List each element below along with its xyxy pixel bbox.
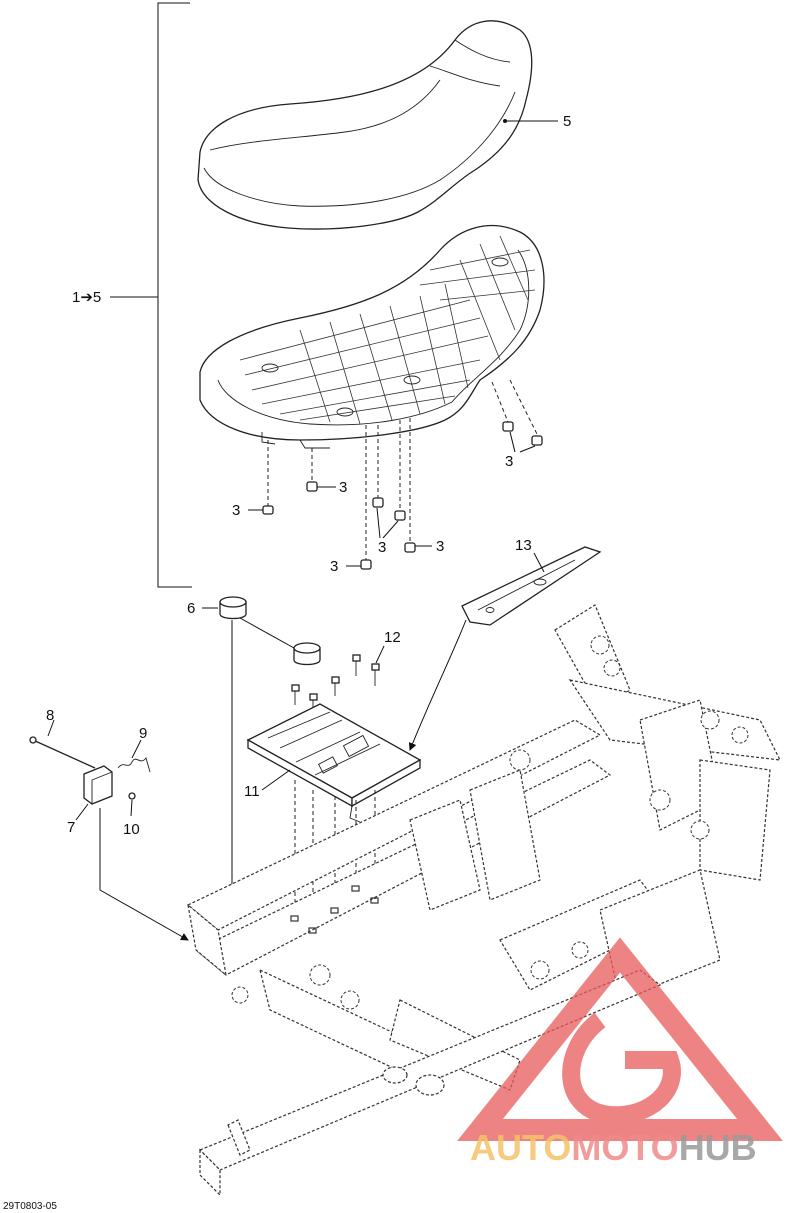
drawing-reference-code: 29T0803-05 [3, 1201, 57, 1212]
callout-3-e: 3 [436, 538, 444, 555]
callout-3-c: 3 [330, 558, 338, 575]
watermark-triangle [457, 937, 783, 1141]
leader-11 [261, 769, 291, 791]
seat-base [199, 224, 545, 449]
callout-9: 9 [139, 725, 147, 742]
leader-10 [130, 799, 133, 817]
fastener-axis-lines [267, 379, 539, 562]
watermark-part1: AUTO [470, 1127, 571, 1168]
latch-assembly [29, 736, 151, 805]
watermark-text: AUTOMOTOHUB [470, 1127, 757, 1168]
support-plate-11 [246, 703, 422, 823]
grommet-e [394, 510, 406, 521]
leader-6b [239, 617, 295, 649]
grommet-h [531, 435, 543, 446]
leaders-3 [248, 431, 536, 567]
chassis-frame [186, 604, 782, 1197]
arrow-7-to-frame [99, 808, 189, 941]
grommet-c [360, 559, 372, 570]
callout-13: 13 [515, 537, 532, 554]
callout-6: 6 [187, 600, 195, 617]
callout-3-a: 3 [232, 502, 240, 519]
callout-3-d: 3 [378, 539, 386, 556]
callout-10: 10 [123, 821, 140, 838]
callout-1-5: 1➔5 [72, 289, 101, 306]
bumper-6 [219, 596, 321, 666]
assembly-bracket [110, 2, 192, 588]
screws-12 [291, 654, 380, 712]
leader-12 [375, 645, 385, 664]
leader-5-dot [503, 119, 507, 123]
watermark-part3: HUB [679, 1127, 757, 1168]
leader-7 [75, 803, 89, 821]
foam-strip-13 [461, 546, 602, 626]
seat-cover [197, 20, 533, 230]
grommet-f [404, 542, 416, 553]
callout-8: 8 [46, 707, 54, 724]
callout-12: 12 [384, 629, 401, 646]
grommet-a [262, 505, 274, 515]
grommet-b [306, 481, 318, 492]
callout-7: 7 [67, 819, 75, 836]
watermark-swoosh [562, 1012, 681, 1125]
callout-5: 5 [563, 113, 571, 130]
callout-3-b: 3 [339, 479, 347, 496]
callout-11: 11 [244, 783, 260, 800]
leader-13 [533, 552, 545, 573]
grommets [262, 421, 543, 570]
leader-9 [131, 739, 142, 759]
watermark-logo [457, 937, 783, 1141]
callout-3-f: 3 [505, 453, 513, 470]
grommet-g [502, 421, 514, 432]
watermark-part2: MOTO [571, 1127, 678, 1168]
grommet-d [372, 497, 384, 508]
arrow-13-to-frame [408, 619, 467, 751]
leader-8 [47, 719, 55, 737]
